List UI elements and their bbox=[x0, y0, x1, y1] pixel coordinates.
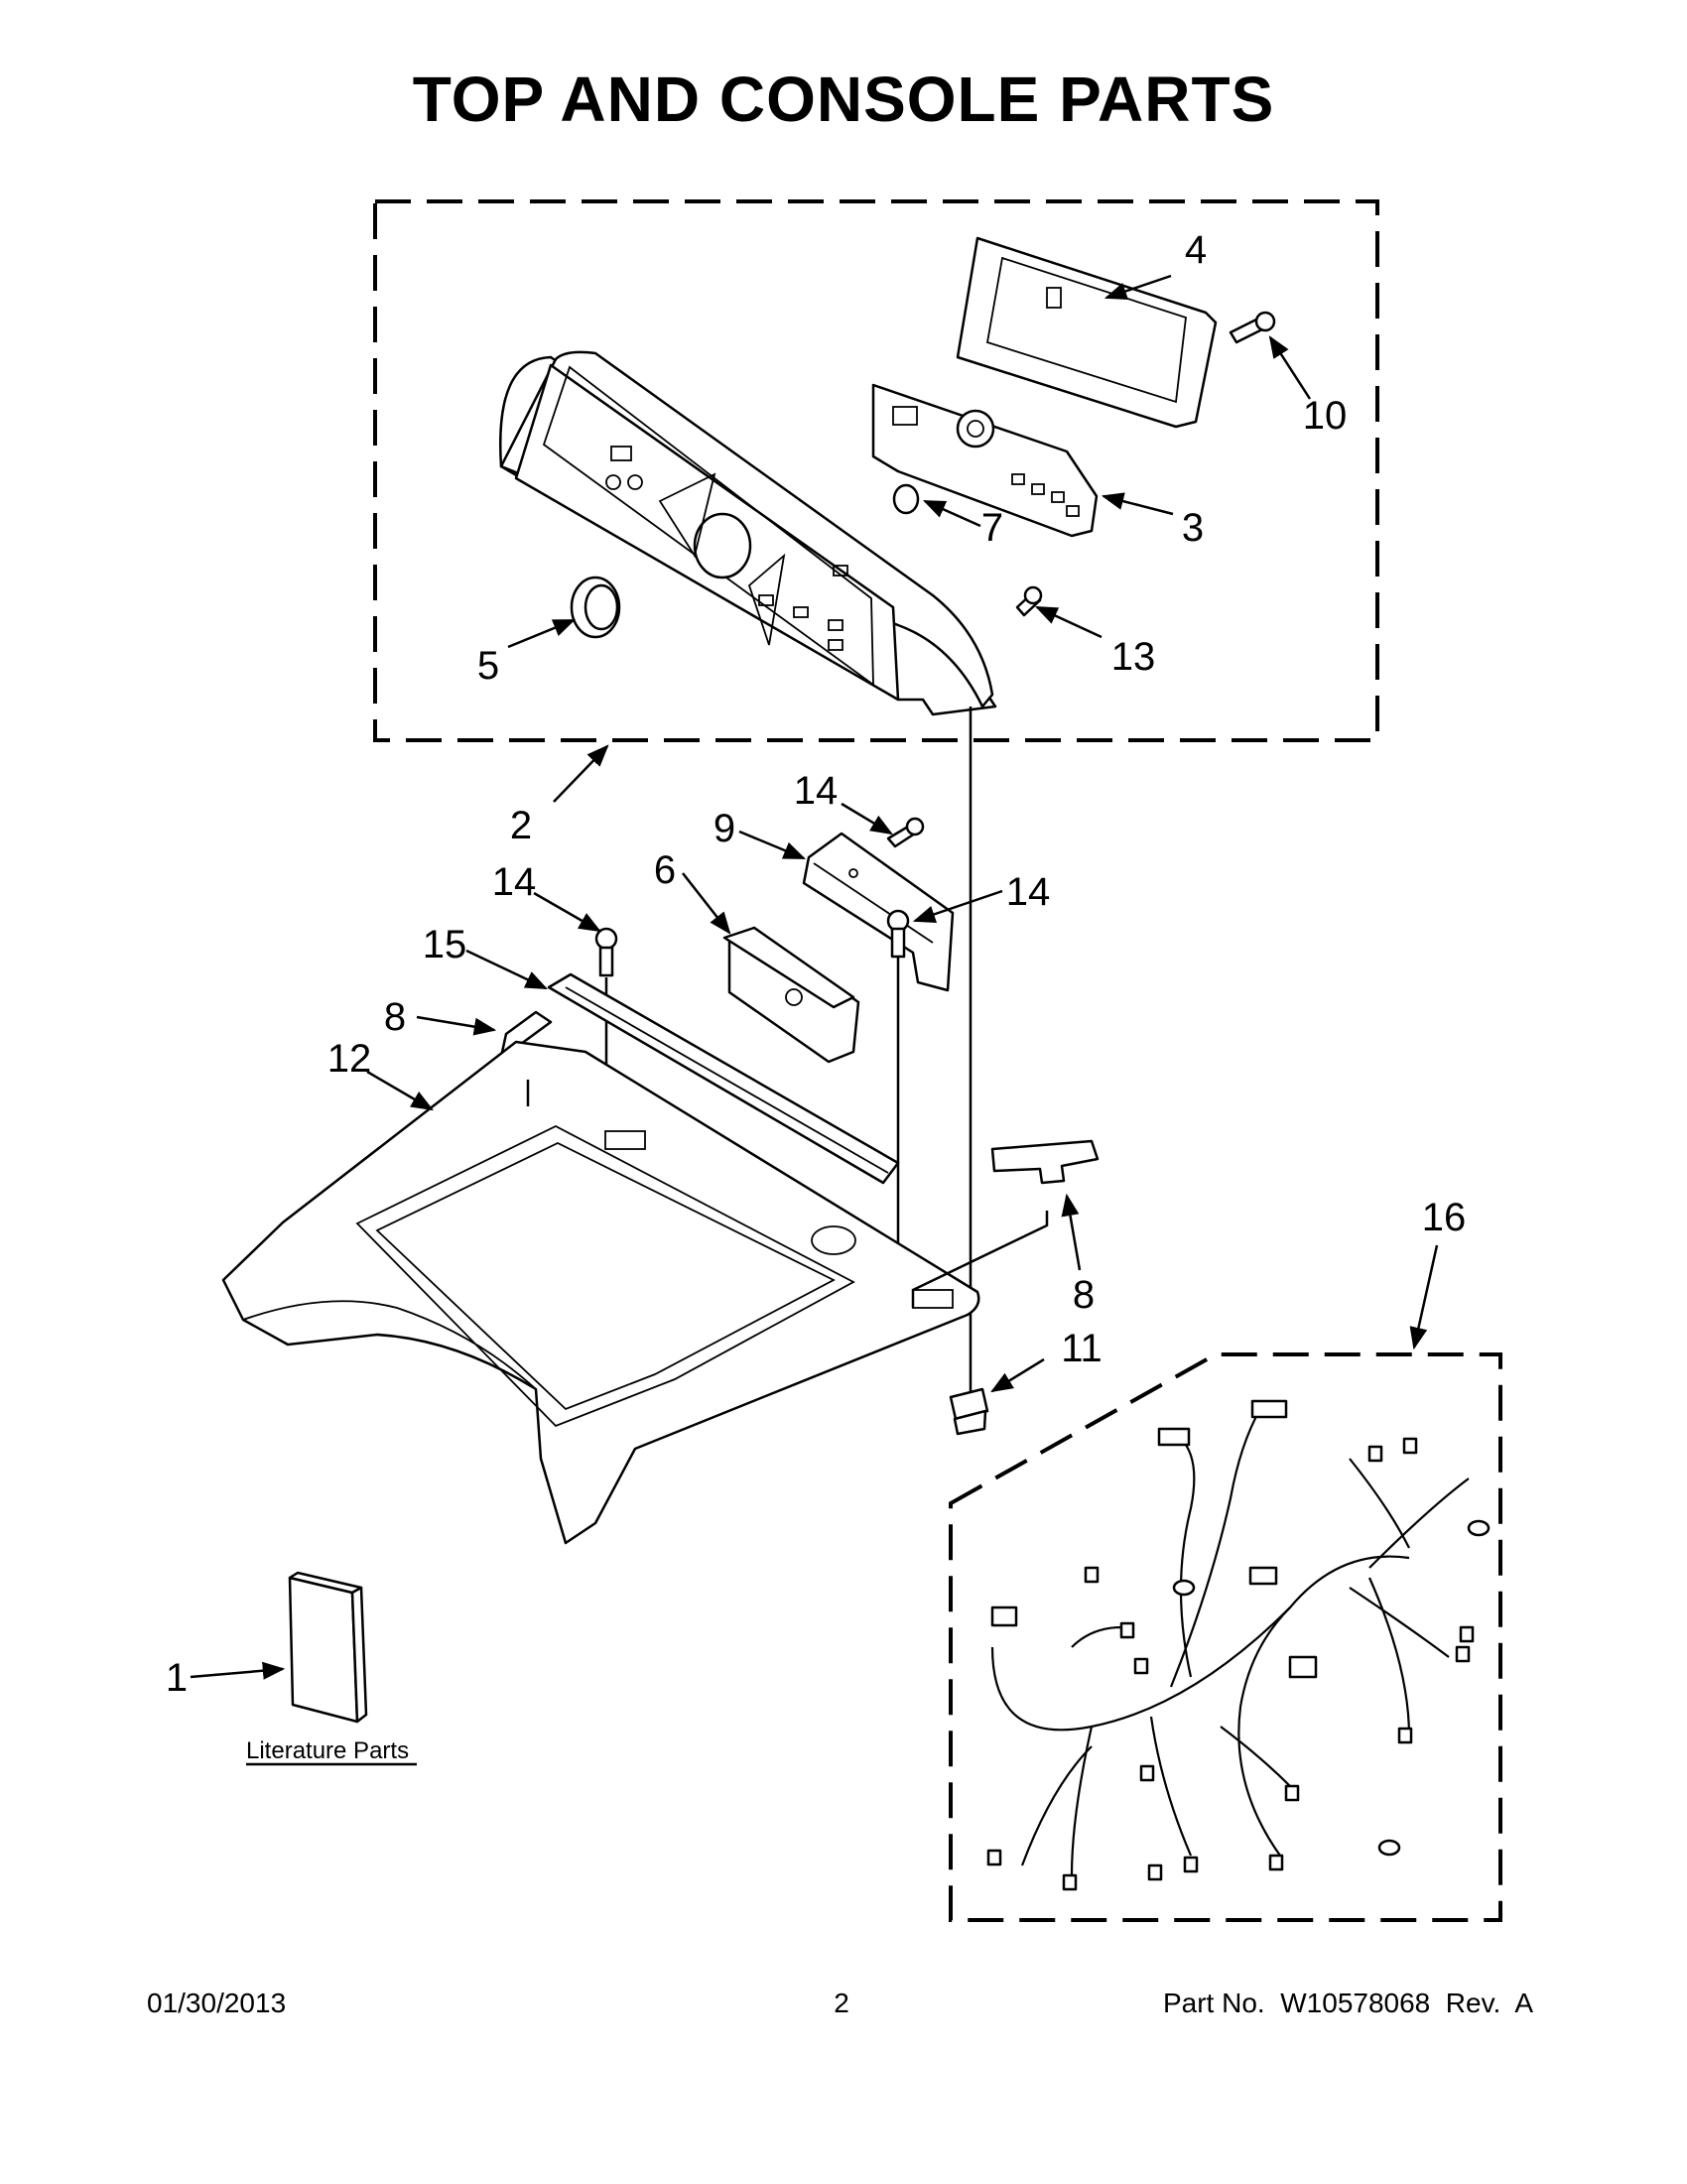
screw-14-a bbox=[886, 817, 925, 848]
literature-parts-label: Literature Parts bbox=[246, 1737, 409, 1764]
knob bbox=[570, 576, 621, 639]
callout-8-left: 8 bbox=[384, 995, 406, 1039]
callout-11: 11 bbox=[1061, 1327, 1103, 1370]
callout-12: 12 bbox=[327, 1037, 372, 1081]
screw-13 bbox=[1015, 585, 1043, 617]
board-housing bbox=[956, 236, 1218, 429]
callout-6: 6 bbox=[654, 848, 676, 892]
control-bracket bbox=[802, 832, 955, 992]
callout-15: 15 bbox=[423, 923, 467, 966]
knob-gasket bbox=[892, 483, 920, 515]
callout-7: 7 bbox=[981, 506, 1003, 550]
callout-9: 9 bbox=[714, 807, 735, 850]
foam-strip-right bbox=[990, 1139, 1100, 1185]
callout-13: 13 bbox=[1111, 635, 1156, 679]
callout-3: 3 bbox=[1182, 506, 1204, 550]
screw-14-c bbox=[886, 909, 910, 1245]
callout-8-right: 8 bbox=[1073, 1273, 1095, 1317]
callout-1: 1 bbox=[166, 1656, 188, 1700]
callout-4: 4 bbox=[1185, 228, 1207, 272]
callout-14-right: 14 bbox=[1006, 870, 1051, 914]
callout-14-top: 14 bbox=[794, 769, 839, 813]
foot bbox=[949, 1387, 989, 1436]
page-title: TOP AND CONSOLE PARTS bbox=[413, 64, 1275, 135]
foam-strip-right-leader bbox=[911, 1211, 1049, 1308]
literature-book bbox=[288, 1571, 368, 1724]
callout-14-left: 14 bbox=[492, 860, 537, 904]
user-interface-board bbox=[871, 383, 1099, 538]
footer-date: 01/30/2013 bbox=[147, 1988, 286, 2018]
console-panel bbox=[499, 350, 997, 716]
electronic-control-module bbox=[722, 926, 860, 1064]
screw-10 bbox=[1229, 311, 1276, 344]
callout-10: 10 bbox=[1303, 394, 1348, 438]
top-panel bbox=[221, 1040, 980, 1545]
callout-16: 16 bbox=[1422, 1196, 1467, 1239]
console-assembly-group-box bbox=[373, 199, 1379, 742]
callout-2: 2 bbox=[510, 804, 532, 847]
footer-part-number: Part No. W10578068 Rev. A bbox=[1163, 1988, 1533, 2018]
callout-5: 5 bbox=[477, 644, 499, 688]
footer-page-number: 2 bbox=[834, 1988, 849, 2018]
wire-harness bbox=[986, 1399, 1491, 1891]
wire-harness-group-box bbox=[949, 1352, 1502, 1922]
mounting-strip bbox=[547, 972, 900, 1185]
